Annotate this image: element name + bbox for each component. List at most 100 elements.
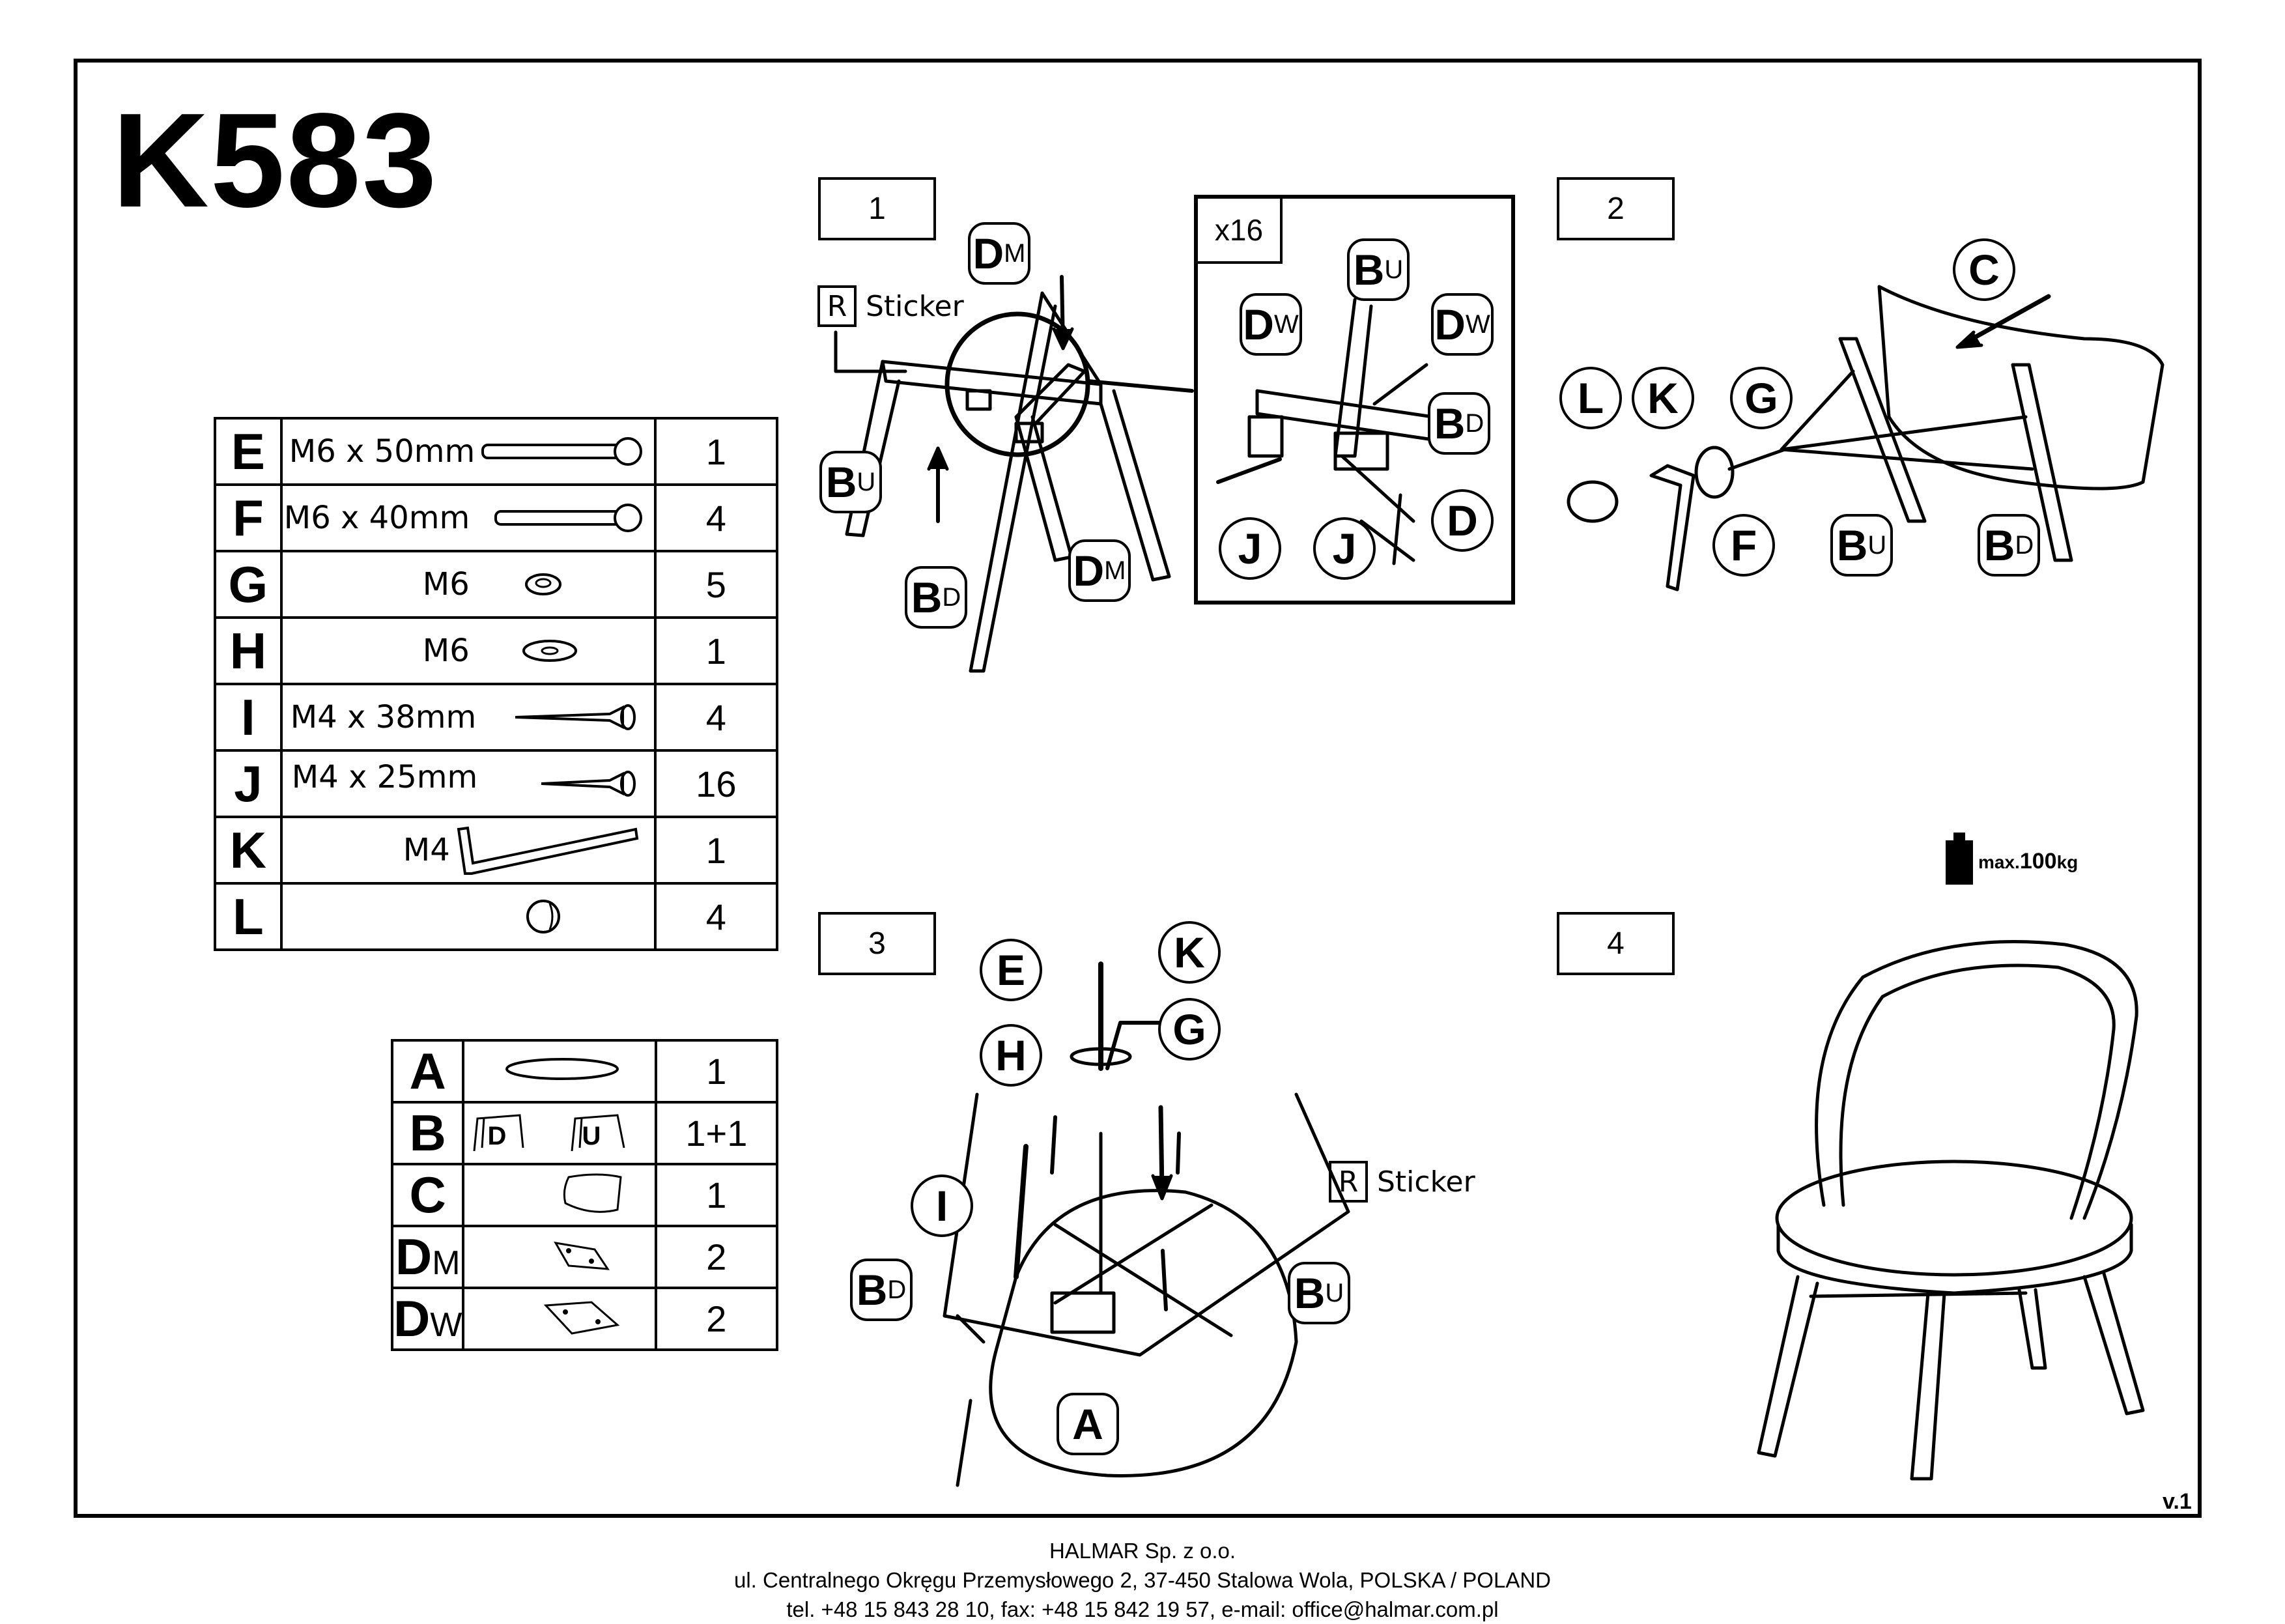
part-letter: I <box>214 683 283 752</box>
table-row: DM 2 <box>390 1225 779 1289</box>
part-qty: 1+1 <box>654 1101 779 1165</box>
leg-frame-label-u: U <box>582 1122 601 1150</box>
footer-company: HALMAR Sp. z o.o. <box>1049 1539 1236 1563</box>
part-qty: 1 <box>654 1163 779 1227</box>
part-qty: 2 <box>654 1287 779 1351</box>
callout-c: C <box>1953 238 2015 301</box>
table-row: B D U 1+1 <box>390 1101 779 1165</box>
table-row: H M6 1 <box>214 616 779 685</box>
footer-contact: tel. +48 15 843 28 10, fax: +48 15 842 1… <box>786 1597 1499 1621</box>
sticker-note: R Sticker <box>817 285 964 327</box>
bracket-icon <box>544 1301 620 1335</box>
flat-washer-icon <box>522 640 577 662</box>
part-qty: 16 <box>653 749 779 818</box>
weight-icon <box>1946 833 1973 885</box>
felt-pad-icon <box>526 900 560 933</box>
table-row: L 4 <box>214 882 779 951</box>
part-qty: 5 <box>653 550 779 619</box>
bracket-icon <box>554 1242 610 1270</box>
table-row: DW 2 <box>390 1287 779 1351</box>
step3-seat-drawing <box>943 962 1350 1487</box>
wood-screw-icon <box>541 771 636 797</box>
part-qty: 1 <box>654 1039 779 1104</box>
part-letter: H <box>214 616 283 685</box>
table-row: C 1 <box>390 1163 779 1227</box>
product-code: K583 <box>112 85 438 235</box>
part-letter: A <box>390 1039 465 1104</box>
callout-k: K <box>1158 921 1221 984</box>
part-letter: B <box>390 1101 465 1165</box>
callout-g: G <box>1730 367 1793 429</box>
part-letter: C <box>390 1163 465 1227</box>
callout-j: J <box>1313 517 1376 580</box>
callout-i: I <box>911 1175 973 1237</box>
step2-backrest-drawing <box>1567 285 2164 591</box>
weight-value: 100 <box>2019 849 2057 874</box>
callout-j: J <box>1219 517 1281 580</box>
part-spec: M6 x 50mm <box>289 433 475 470</box>
bolt-icon <box>481 437 642 466</box>
table-row: F M6 x 40mm 4 <box>214 483 779 552</box>
step-1-label: 1 <box>818 177 936 240</box>
part-qty: 4 <box>653 882 779 951</box>
weight-unit: kg <box>2056 852 2079 872</box>
page-frame <box>74 59 2202 1518</box>
part-letter: E <box>214 417 283 486</box>
callout-e: E <box>980 939 1042 1001</box>
table-row: A 1 <box>390 1039 779 1104</box>
part-spec: M4 x 25mm <box>291 759 478 796</box>
part-qty: 2 <box>654 1225 779 1289</box>
wood-screw-icon <box>515 704 636 730</box>
part-spec: M4 x 38mm <box>290 699 477 735</box>
weight-prefix: max. <box>1978 852 2020 872</box>
bolt-icon <box>494 504 642 532</box>
part-letter: F <box>214 483 283 552</box>
callout-h: H <box>980 1024 1042 1087</box>
part-sub: W <box>430 1306 462 1344</box>
part-letter: L <box>214 882 283 951</box>
detail-box: x16 <box>1194 195 1515 605</box>
part-letter: D <box>395 1228 433 1285</box>
hardware-table: E M6 x 50mm 1 F M6 x 40mm 4 G M6 5 H M6 … <box>214 417 779 951</box>
callout-k: K <box>1632 367 1694 429</box>
step-2-label: 2 <box>1557 177 1675 240</box>
sticker-r-icon: R <box>1329 1161 1368 1203</box>
part-letter: J <box>214 749 283 818</box>
part-sub: M <box>432 1244 461 1282</box>
table-row: K M4 1 <box>214 816 779 885</box>
part-letter: K <box>214 816 283 885</box>
part-qty: 1 <box>653 616 779 685</box>
table-row: I M4 x 38mm 4 <box>214 683 779 752</box>
part-qty: 1 <box>653 816 779 885</box>
parts-table: A 1 B D U 1+1 C 1 DM 2 DW 2 <box>390 1039 779 1351</box>
footer: HALMAR Sp. z o.o. ul. Centralnego Okręgu… <box>0 1536 2285 1624</box>
part-spec: M6 x 40mm <box>283 500 470 536</box>
leg-frame-icon <box>473 1114 625 1152</box>
sticker-label: Sticker <box>866 289 964 323</box>
table-row: J M4 x 25mm 16 <box>214 749 779 818</box>
seat-icon <box>505 1058 619 1080</box>
callout-a: A <box>1057 1393 1119 1455</box>
version-label: v.1 <box>2163 1489 2192 1514</box>
callout-d: D <box>1431 489 1494 552</box>
backrest-icon <box>563 1173 623 1213</box>
step-4-label: 4 <box>1557 912 1675 975</box>
leg-frame-label-d: D <box>487 1122 507 1150</box>
x16-detail-drawing <box>1216 298 1468 565</box>
part-spec: M4 <box>403 832 450 868</box>
callout-g: G <box>1158 998 1221 1061</box>
part-spec: M6 <box>422 633 470 669</box>
callout-f: F <box>1712 514 1775 577</box>
part-letter: D <box>393 1290 431 1347</box>
sticker-r-icon: R <box>817 285 857 327</box>
